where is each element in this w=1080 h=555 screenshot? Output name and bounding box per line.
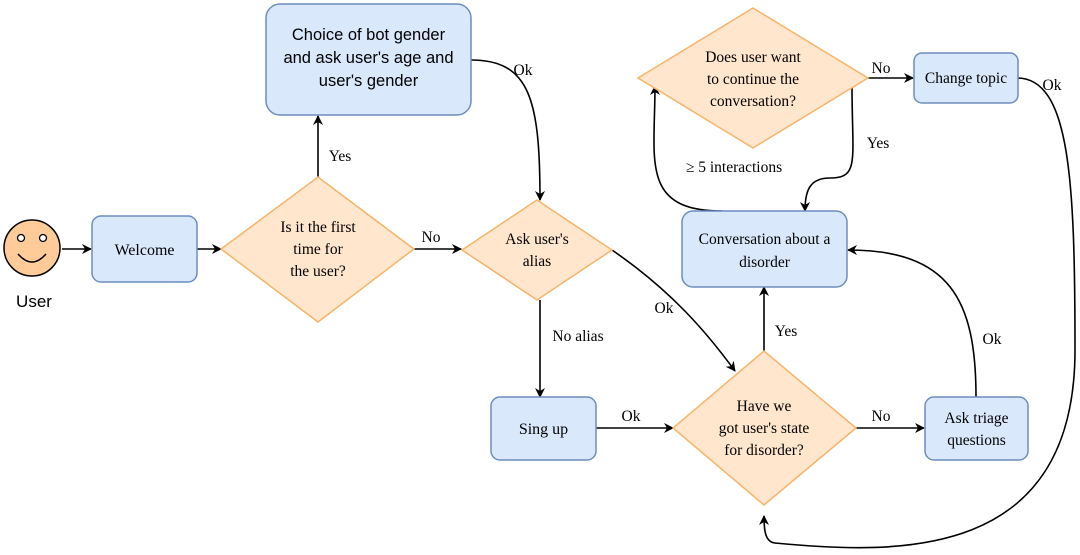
label-no-state: No: [872, 408, 891, 425]
welcome-box: [91, 215, 198, 283]
state-line-3: for disorder?: [724, 442, 804, 459]
first-time-diamond: [219, 176, 416, 323]
label-yes-continue: Yes: [867, 135, 890, 152]
edges: [62, 59, 1076, 549]
edge-triage-conversation: [847, 245, 977, 398]
choice-gender-box: [265, 3, 472, 116]
node-state-decision: Have we got user's state for disorder?: [671, 350, 858, 506]
edge-change-topic-state: [759, 77, 1076, 549]
user-actor: User: [3, 219, 61, 311]
label-ok-alias: Ok: [655, 300, 674, 317]
triage-line-1: Ask triage: [944, 410, 1008, 427]
node-choice-gender: Choice of bot gender and ask user's age …: [265, 3, 472, 116]
label-no-first-time: No: [422, 229, 441, 246]
label-yes-state: Yes: [775, 323, 798, 340]
triage-line-2: questions: [947, 432, 1006, 449]
label-yes-first-time: Yes: [329, 148, 352, 165]
node-ask-alias: Ask user's alias: [460, 199, 614, 301]
sign-up-box: [490, 396, 597, 461]
node-sign-up: Sing up: [490, 396, 597, 461]
sign-up-label: Sing up: [519, 421, 568, 438]
ask-alias-line-2: alias: [523, 253, 551, 270]
label-ok-triage: Ok: [983, 331, 1002, 348]
edge-continue-conversation: [800, 85, 854, 212]
first-time-line-2: time for: [293, 241, 343, 258]
node-continue-decision: Does user want to continue the conversat…: [636, 7, 870, 149]
continue-line-1: Does user want: [705, 49, 801, 66]
continue-line-2: to continue the: [707, 71, 799, 88]
node-conversation: Conversation about a disorder: [681, 210, 848, 288]
conversation-line-1: Conversation about a: [699, 231, 831, 248]
label-no-continue: No: [872, 60, 891, 77]
state-line-2: got user's state: [719, 420, 810, 437]
smiley-left-eye: [16, 233, 26, 243]
change-topic-label: Change topic: [925, 70, 1007, 87]
edge-choice-alias: [470, 59, 545, 201]
welcome-label: Welcome: [114, 242, 174, 259]
edge-conversation-continue: [649, 85, 723, 212]
choice-gender-line-1: Choice of bot gender: [292, 26, 446, 44]
label-interactions: ≥ 5 interactions: [686, 159, 782, 176]
user-label: User: [16, 292, 52, 311]
continue-diamond: [636, 7, 870, 149]
triage-box: [924, 396, 1029, 461]
ask-alias-line-1: Ask user's: [505, 231, 569, 248]
state-line-1: Have we: [737, 398, 792, 415]
node-welcome: Welcome: [91, 215, 198, 283]
node-triage: Ask triage questions: [924, 396, 1029, 461]
first-time-line-3: the user?: [290, 263, 346, 280]
change-topic-box: [913, 52, 1019, 104]
edge-alias-state: [611, 249, 736, 372]
conversation-box: [681, 210, 848, 288]
smiley-mouth: [17, 253, 47, 263]
edge-labels: Yes No Ok Ok No alias Ok Yes No Ok ≥ 5 i…: [329, 60, 1062, 425]
label-no-alias: No alias: [552, 328, 603, 345]
smiley-right-eye: [38, 233, 48, 243]
label-ok-choice: Ok: [514, 62, 533, 79]
label-ok-change-topic: Ok: [1043, 77, 1062, 94]
label-ok-signup: Ok: [622, 408, 641, 425]
continue-line-3: conversation?: [710, 93, 796, 110]
conversation-line-2: disorder: [739, 254, 791, 271]
choice-gender-line-3: user's gender: [319, 72, 419, 90]
choice-gender-line-2: and ask user's age and: [283, 49, 453, 67]
node-change-topic: Change topic: [913, 52, 1019, 104]
first-time-line-1: Is it the first: [280, 219, 356, 236]
smiley-face-icon: [3, 219, 61, 277]
node-first-time-decision: Is it the first time for the user?: [219, 176, 416, 323]
ask-alias-diamond: [460, 199, 614, 301]
state-diamond: [671, 350, 858, 506]
